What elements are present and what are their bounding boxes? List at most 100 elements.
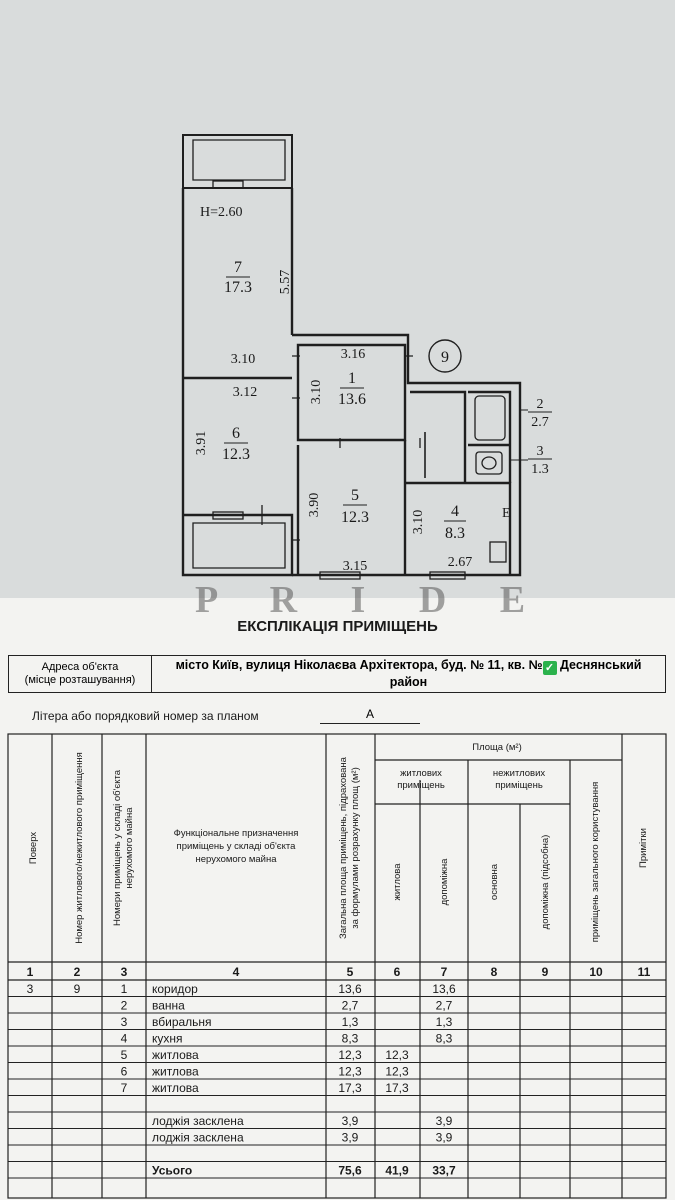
- kitchen-letter: E: [502, 506, 511, 521]
- litera-value: А: [320, 707, 420, 724]
- table-cell: 13,6: [338, 982, 362, 996]
- table-cell: 5: [121, 1048, 128, 1062]
- table-cell: 12,3: [338, 1065, 362, 1079]
- header-living: житлова: [392, 863, 403, 901]
- table-cell: 3,9: [436, 1131, 453, 1145]
- dim-room7-length: 5.57: [278, 270, 293, 295]
- table-cell: вбиральня: [152, 1015, 212, 1029]
- column-number: 2: [74, 965, 81, 979]
- check-icon: ✓: [542, 661, 557, 675]
- table-cell: житлова: [152, 1048, 199, 1062]
- header-common: приміщень загального користування: [590, 782, 601, 943]
- watermark: P R I D E: [195, 579, 548, 621]
- header-area: Площа (м²): [472, 742, 522, 753]
- svg-text:12.3: 12.3: [341, 509, 369, 526]
- column-number: 1: [27, 965, 34, 979]
- explication-sheet: [0, 598, 675, 1200]
- column-number: 3: [121, 965, 128, 979]
- table-cell: 9: [74, 982, 81, 996]
- dim-room5-length: 3.90: [307, 493, 322, 518]
- table-cell: 4: [121, 1032, 128, 1046]
- table-cell: кухня: [152, 1032, 183, 1046]
- table-cell: житлова: [152, 1065, 199, 1079]
- table-cell: 41,9: [385, 1164, 409, 1178]
- svg-text:1.3: 1.3: [531, 462, 549, 477]
- table-cell: 12,3: [385, 1048, 409, 1062]
- header-total-2: за формулами розрахунку площ (м²): [350, 767, 361, 928]
- column-number: 5: [347, 965, 354, 979]
- dim-room6-length: 3.91: [194, 431, 209, 456]
- header-notes: Примітки: [638, 828, 649, 868]
- table-cell: 2,7: [342, 999, 359, 1013]
- floor-plan: 9 H=2.60 7 17.3 6 12.3 1 13.6 5 12.3 4 8…: [181, 134, 552, 580]
- table-cell: 12,3: [338, 1048, 362, 1062]
- room-2: 2 2.7: [528, 397, 552, 430]
- svg-text:2: 2: [537, 397, 544, 412]
- svg-text:3: 3: [537, 444, 544, 459]
- table-cell: 8,3: [436, 1032, 453, 1046]
- svg-text:8.3: 8.3: [445, 525, 465, 542]
- header-apartment-number: Номер житлового/нежитлового приміщення: [74, 752, 85, 944]
- header-floor: Поверх: [28, 832, 39, 865]
- header-auxiliary: допоміжна: [439, 858, 450, 905]
- dim-room5-width: 3.15: [343, 559, 368, 574]
- room-6: 6 12.3: [222, 425, 250, 463]
- room-4: 4 8.3: [444, 503, 466, 542]
- table-cell: 3,9: [436, 1114, 453, 1128]
- table-cell: ванна: [152, 999, 185, 1013]
- table-cell: 2,7: [436, 999, 453, 1013]
- header-purpose-1: Функціональне призначення: [174, 828, 299, 839]
- dim-room6-width: 3.12: [233, 385, 258, 400]
- header-purpose-2: приміщень у складі об'єкта: [177, 841, 297, 852]
- svg-text:7: 7: [234, 259, 242, 276]
- room-5: 5 12.3: [341, 487, 369, 526]
- table-cell: 1: [121, 982, 128, 996]
- litera-label: Літера або порядковий номер за планом: [32, 709, 259, 723]
- svg-text:17.3: 17.3: [224, 279, 252, 296]
- column-number: 4: [233, 965, 240, 979]
- column-number: 6: [394, 965, 401, 979]
- apartment-number: 9: [441, 349, 449, 366]
- document-title: ЕКСПЛІКАЦІЯ ПРИМІЩЕНЬ: [237, 618, 438, 635]
- address-value: місто Київ, вулиця Ніколаєва Архітектора…: [175, 658, 642, 689]
- column-number: 7: [441, 965, 448, 979]
- svg-text:6: 6: [232, 425, 240, 442]
- column-number: 11: [638, 965, 651, 979]
- table-cell: 7: [121, 1081, 128, 1095]
- table-cell: 1,3: [342, 1015, 359, 1029]
- header-main: основна: [489, 863, 500, 900]
- room-7: 7 17.3: [224, 259, 252, 296]
- table-cell: 33,7: [432, 1164, 456, 1178]
- header-living-group-1: житлових: [400, 768, 442, 779]
- table-cell: 75,6: [338, 1164, 362, 1178]
- column-number: 9: [542, 965, 549, 979]
- table-cell: 3,9: [342, 1131, 359, 1145]
- address-label: Адреса об'єкта (місце розташування): [9, 656, 152, 692]
- header-total-1: Загальна площа приміщень, підрахована: [338, 756, 349, 939]
- svg-text:4: 4: [451, 503, 459, 520]
- dim-room4-length: 3.10: [411, 510, 426, 535]
- table-cell: 17,3: [338, 1081, 362, 1095]
- room-1: 1 13.6: [338, 370, 366, 408]
- table-cell: 12,3: [385, 1065, 409, 1079]
- dim-room4-width: 2.67: [448, 555, 473, 570]
- svg-text:5: 5: [351, 487, 359, 504]
- svg-text:1: 1: [348, 370, 356, 387]
- header-aux-sub: допоміжна (підсобна): [540, 835, 551, 930]
- header-nonliving-group-2: приміщень: [495, 780, 543, 791]
- column-number: 10: [589, 965, 603, 979]
- table-cell: 8,3: [342, 1032, 359, 1046]
- dim-room7-width: 3.10: [231, 352, 256, 367]
- svg-text:2.7: 2.7: [531, 415, 549, 430]
- room-3: 3 1.3: [528, 444, 552, 477]
- svg-text:12.3: 12.3: [222, 446, 250, 463]
- dim-room1-length: 3.10: [309, 380, 324, 405]
- table-cell: 3: [121, 1015, 128, 1029]
- apartment-number-circle: [428, 339, 462, 373]
- table-cell: лоджія засклена: [152, 1114, 244, 1128]
- table-cell: 2: [121, 999, 128, 1013]
- dim-room1-width: 3.16: [341, 347, 366, 362]
- header-nonliving-group-1: нежитлових: [493, 768, 546, 779]
